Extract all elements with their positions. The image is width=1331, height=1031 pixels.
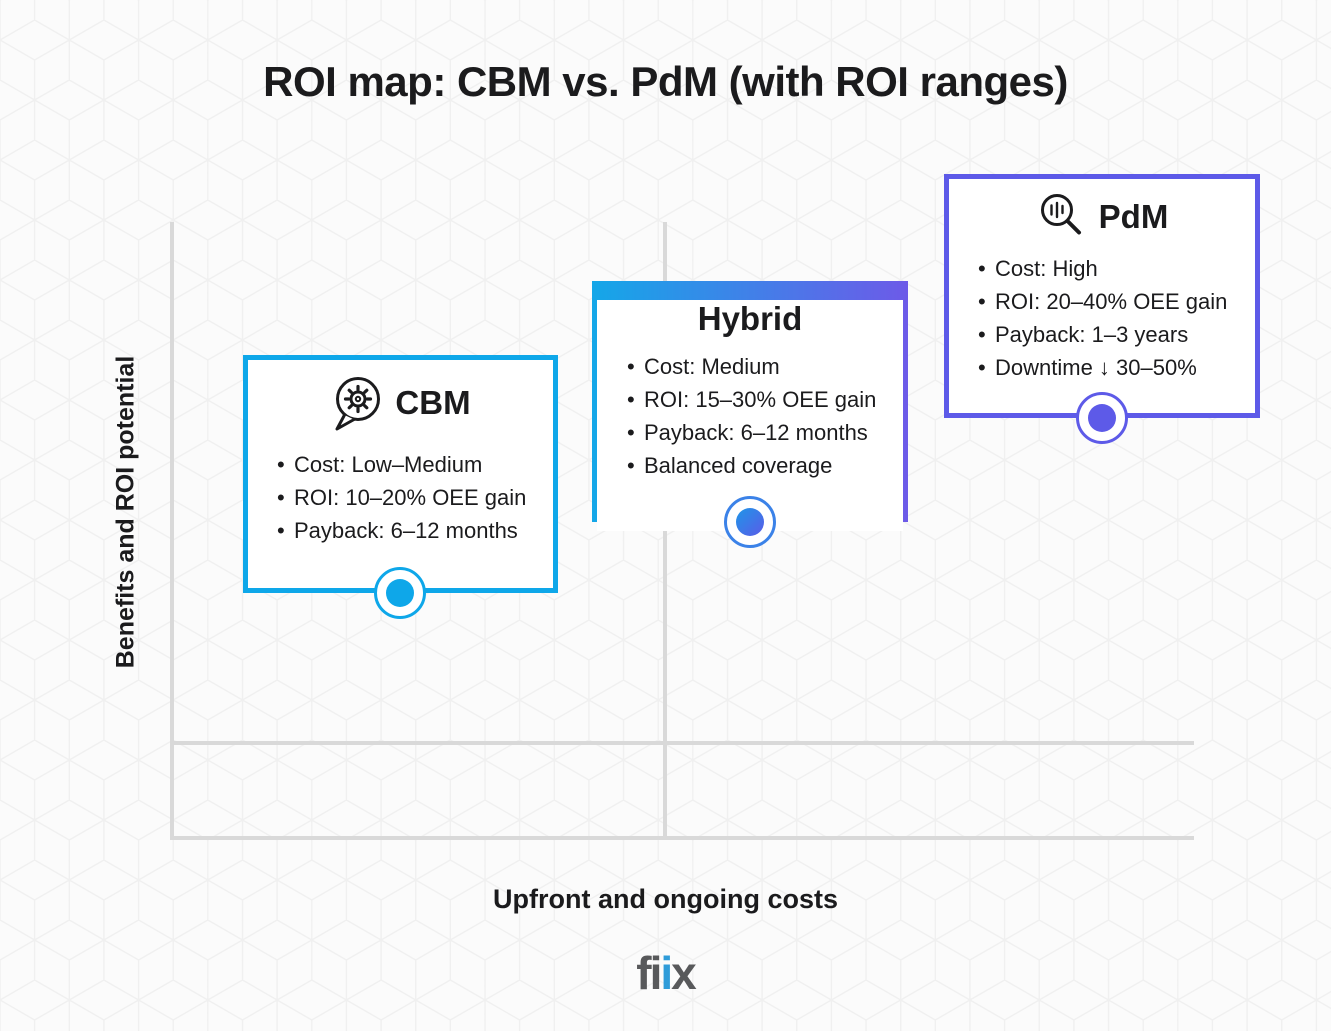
bullet-item: ROI: 20–40% OEE gain: [978, 285, 1255, 318]
x-axis-line: [170, 836, 1194, 840]
y-axis-line: [170, 222, 174, 840]
gear-speech-bubble-icon: [335, 377, 381, 431]
pdm-card: PdM Cost: High ROI: 20–40% OEE gain Payb…: [944, 174, 1260, 418]
page-title: ROI map: CBM vs. PdM (with ROI ranges): [263, 58, 1068, 105]
cbm-marker-dot-fill: [386, 579, 414, 607]
pdm-bullet-list: Cost: High ROI: 20–40% OEE gain Payback:…: [978, 252, 1255, 384]
x-axis-label: Upfront and ongoing costs: [493, 884, 838, 914]
pdm-card-header: PdM: [949, 191, 1255, 243]
bullet-item: Payback: 6–12 months: [627, 416, 903, 449]
fiix-logo-part: x: [671, 947, 697, 999]
bullet-item: Balanced coverage: [627, 449, 903, 482]
pdm-marker-dot-fill: [1088, 404, 1116, 432]
hybrid-marker-dot: [724, 496, 776, 548]
fiix-logo: fiix: [0, 946, 1331, 1000]
pdm-card-title: PdM: [1098, 198, 1169, 235]
cbm-card: CBM Cost: Low–Medium ROI: 10–20% OEE gai…: [243, 355, 558, 593]
hybrid-card-header: Hybrid: [597, 300, 903, 338]
hybrid-marker-dot-fill: [736, 508, 764, 536]
bullet-item: ROI: 10–20% OEE gain: [277, 481, 553, 514]
bullet-item: Downtime ↓ 30–50%: [978, 351, 1255, 384]
hybrid-bullet-list: Cost: Medium ROI: 15–30% OEE gain Paybac…: [627, 350, 903, 482]
hybrid-card: Hybrid Cost: Medium ROI: 15–30% OEE gain…: [592, 281, 908, 531]
bullet-item: Cost: Low–Medium: [277, 448, 553, 481]
cbm-marker-dot: [374, 567, 426, 619]
cbm-card-title: CBM: [395, 384, 471, 421]
center-gridline: [663, 222, 667, 840]
hybrid-card-title: Hybrid: [697, 300, 803, 337]
bullet-item: Cost: Medium: [627, 350, 903, 383]
hybrid-card-inner: Hybrid Cost: Medium ROI: 15–30% OEE gain…: [597, 300, 903, 531]
bullet-item: Payback: 6–12 months: [277, 514, 553, 547]
bullet-item: ROI: 15–30% OEE gain: [627, 383, 903, 416]
fiix-logo-part: fi: [636, 947, 662, 999]
bullet-item: Payback: 1–3 years: [978, 318, 1255, 351]
magnifier-analysis-icon: [1040, 194, 1081, 235]
cbm-card-header: CBM: [248, 374, 553, 432]
bullet-item: Cost: High: [978, 252, 1255, 285]
pdm-marker-dot: [1076, 392, 1128, 444]
fiix-logo-blue-i: i: [660, 947, 673, 999]
y-axis-label: Benefits and ROI potential: [111, 355, 140, 669]
cbm-bullet-list: Cost: Low–Medium ROI: 10–20% OEE gain Pa…: [277, 448, 553, 547]
quadrant-divider-line: [170, 741, 1194, 745]
